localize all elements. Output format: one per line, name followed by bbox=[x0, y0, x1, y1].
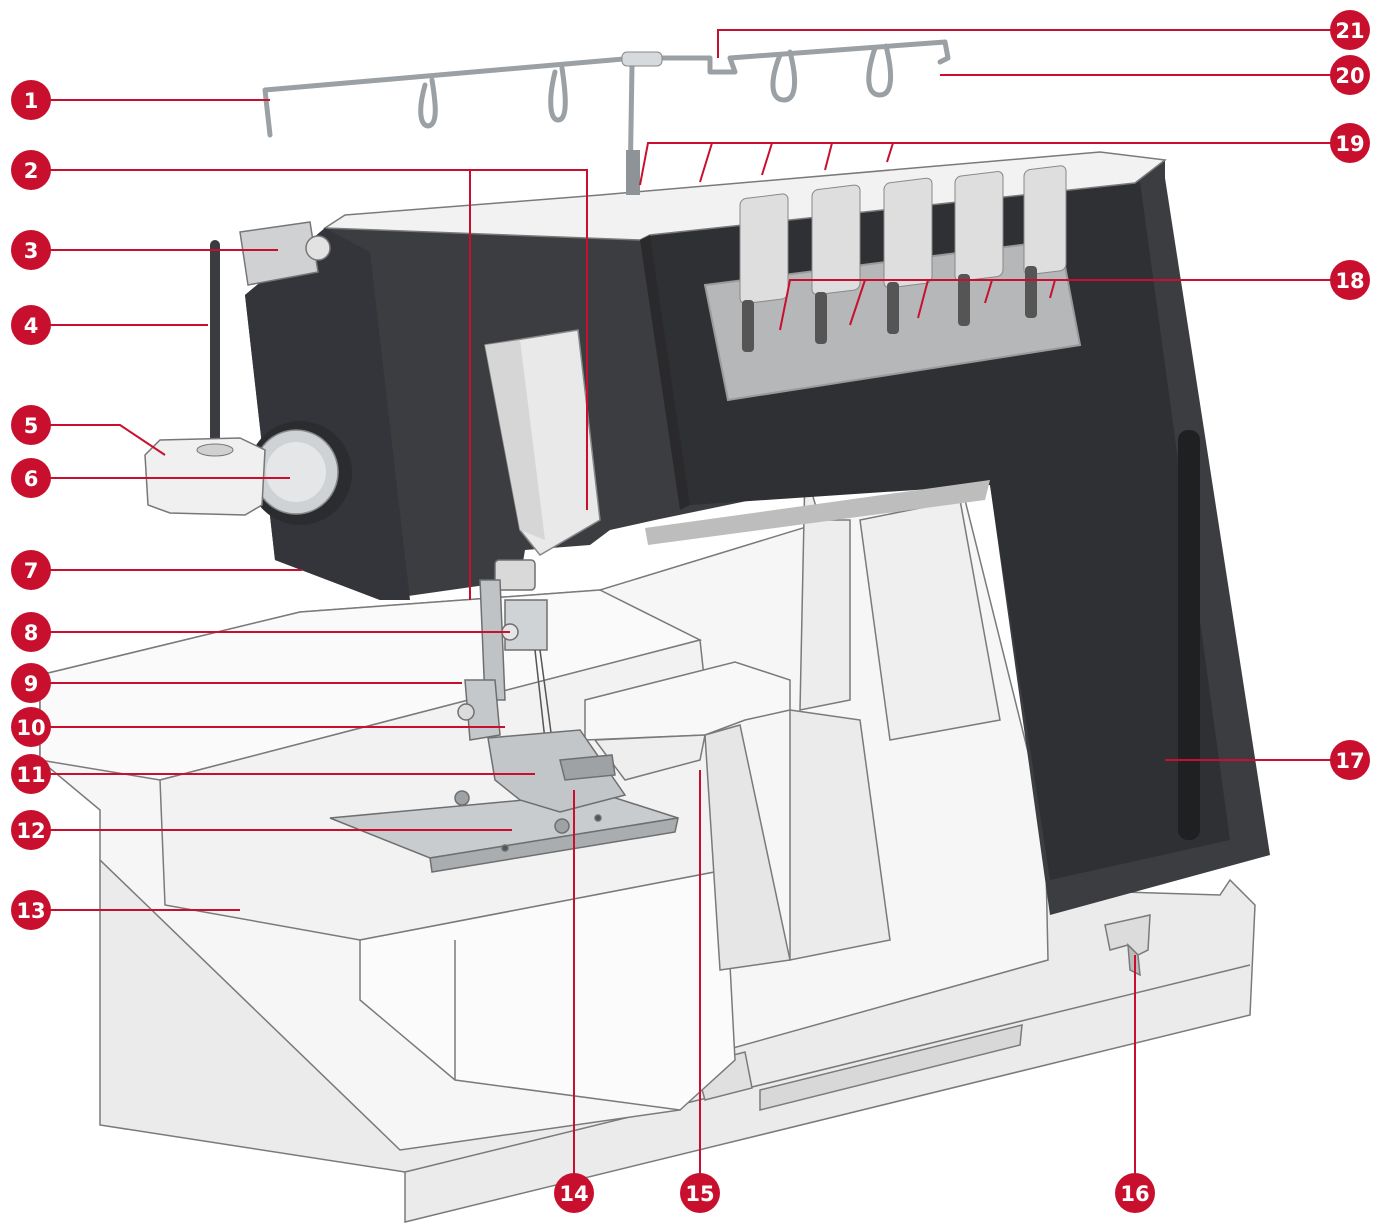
spool-holder bbox=[144, 240, 266, 516]
leader-2 bbox=[50, 169, 588, 510]
free-arm-housing bbox=[584, 661, 791, 971]
callout-circle bbox=[11, 230, 51, 270]
leader-19d bbox=[824, 142, 833, 171]
callout-circle bbox=[11, 810, 51, 850]
callout-14: 14 bbox=[554, 1173, 594, 1213]
callout-leader-lines bbox=[50, 29, 1340, 1190]
leader-19b bbox=[699, 142, 713, 183]
callout-circle bbox=[1330, 10, 1370, 50]
callout-number: 7 bbox=[24, 559, 39, 583]
leader-19 bbox=[639, 142, 1340, 186]
callout-16: 16 bbox=[1115, 1173, 1155, 1213]
leader-19c bbox=[761, 142, 773, 176]
callout-number: 16 bbox=[1120, 1182, 1149, 1206]
callout-9: 9 bbox=[11, 663, 51, 703]
callout-circle bbox=[1330, 740, 1370, 780]
leader-21 bbox=[717, 29, 1340, 58]
callout-number: 10 bbox=[16, 716, 45, 740]
callout-number: 19 bbox=[1335, 132, 1364, 156]
machine-lower-body bbox=[39, 469, 1049, 1151]
callout-6: 6 bbox=[11, 458, 51, 498]
callout-2: 2 bbox=[11, 150, 51, 190]
leader-18c bbox=[917, 279, 929, 319]
callout-15: 15 bbox=[680, 1173, 720, 1213]
callout-number: 5 bbox=[24, 414, 39, 438]
leader-5 bbox=[50, 424, 166, 456]
callout-number: 8 bbox=[24, 621, 39, 645]
callout-circle bbox=[1330, 123, 1370, 163]
leader-18b bbox=[849, 279, 866, 326]
leader-19e bbox=[886, 142, 894, 163]
callout-20: 20 bbox=[1330, 55, 1370, 95]
thread-guide-bar bbox=[262, 39, 951, 193]
callout-circle bbox=[11, 663, 51, 703]
callout-number: 15 bbox=[685, 1182, 714, 1206]
callout-13: 13 bbox=[11, 890, 51, 930]
knee-lift-handle bbox=[1104, 914, 1151, 977]
callout-19: 19 bbox=[1330, 123, 1370, 163]
leader-18 bbox=[779, 279, 1340, 331]
callout-21: 21 bbox=[1330, 10, 1370, 50]
callout-12: 12 bbox=[11, 810, 51, 850]
callout-circle bbox=[1330, 260, 1370, 300]
callout-18: 18 bbox=[1330, 260, 1370, 300]
callout-number: 14 bbox=[559, 1182, 588, 1206]
callout-number: 17 bbox=[1335, 749, 1364, 773]
callout-1: 1 bbox=[11, 80, 51, 120]
callout-11: 11 bbox=[11, 754, 51, 794]
handwheel bbox=[248, 421, 352, 525]
callout-circle bbox=[11, 458, 51, 498]
machine-upper-arm bbox=[245, 151, 1270, 915]
callout-4: 4 bbox=[11, 305, 51, 345]
callout-number: 3 bbox=[24, 239, 39, 263]
tension-dials bbox=[739, 165, 1067, 304]
thread-cutter bbox=[239, 221, 331, 286]
presser-foot bbox=[487, 729, 627, 813]
callout-number: 20 bbox=[1335, 64, 1364, 88]
callout-7: 7 bbox=[11, 550, 51, 590]
callout-circle bbox=[11, 550, 51, 590]
callout-17: 17 bbox=[1330, 740, 1370, 780]
leader-18e bbox=[1049, 279, 1056, 299]
callout-number: 4 bbox=[24, 314, 39, 338]
callout-circle bbox=[11, 80, 51, 120]
callout-number: 9 bbox=[24, 672, 39, 696]
callout-number: 13 bbox=[16, 899, 45, 923]
callout-8: 8 bbox=[11, 612, 51, 652]
callout-5: 5 bbox=[11, 405, 51, 445]
callout-circle bbox=[11, 150, 51, 190]
callout-circle bbox=[680, 1173, 720, 1213]
callout-circle bbox=[11, 405, 51, 445]
callout-circle bbox=[11, 707, 51, 747]
callout-number: 11 bbox=[16, 763, 45, 787]
callout-circle bbox=[11, 305, 51, 345]
callout-circle bbox=[1330, 55, 1370, 95]
telescopic-post bbox=[626, 150, 640, 195]
callout-circle bbox=[554, 1173, 594, 1213]
callout-number: 2 bbox=[24, 159, 39, 183]
callout-10: 10 bbox=[11, 707, 51, 747]
needle-plate bbox=[329, 790, 679, 873]
leader-18d bbox=[984, 279, 993, 304]
callout-number: 1 bbox=[24, 89, 39, 113]
callout-number: 21 bbox=[1335, 19, 1364, 43]
callout-circle bbox=[11, 612, 51, 652]
callout-3: 3 bbox=[11, 230, 51, 270]
callout-circle bbox=[11, 890, 51, 930]
callout-circle bbox=[1115, 1173, 1155, 1213]
callout-circle bbox=[11, 754, 51, 794]
guide-bar-hub bbox=[621, 51, 663, 67]
callout-number: 6 bbox=[24, 467, 39, 491]
callout-number: 18 bbox=[1335, 269, 1364, 293]
callout-number: 12 bbox=[16, 819, 45, 843]
